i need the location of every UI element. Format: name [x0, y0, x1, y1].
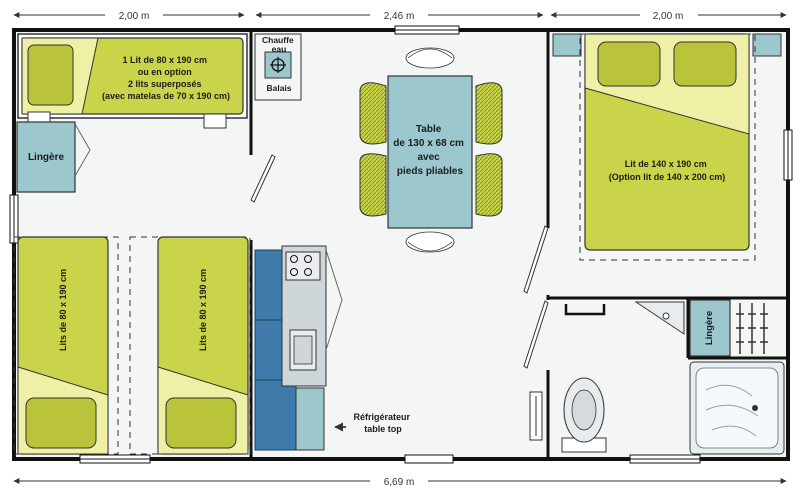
bed-2-label: Lits de 80 x 190 cm [198, 269, 208, 351]
dim-bottom-total: 6,69 m [384, 477, 415, 488]
brooms-label: Balais [266, 83, 291, 93]
single-bed-2: Lits de 80 x 190 cm [129, 236, 251, 455]
windows [9, 25, 793, 464]
wash-basin [634, 301, 685, 335]
bunk-bed-label: 1 Lit de 80 x 190 cm ou en option 2 lits… [102, 55, 230, 101]
water-heater-cabinet: Chauffe eau Balais [254, 33, 302, 101]
kitchen: Réfrigérateur table top [254, 245, 412, 451]
water-heater-label: Chauffe eau [262, 35, 296, 54]
bathroom: Lingère [529, 299, 785, 455]
dim-top-middle: 2,46 m [384, 11, 415, 22]
linen-cabinet-left: Lingère [16, 121, 91, 193]
table-label: Table de 130 x 68 cm avec pieds pliables [393, 124, 466, 177]
dimension-lines: 2,00 m 2,46 m 2,00 m 6,69 m [13, 7, 787, 488]
dim-top-right: 2,00 m [653, 11, 684, 22]
pillow [25, 397, 97, 449]
linen-left-label: Lingère [28, 152, 65, 163]
double-bed: Lit de 140 x 190 cm (Option lit de 140 x… [552, 33, 782, 261]
dining-table: Table de 130 x 68 cm avec pieds pliables [359, 47, 503, 253]
single-bed-1: Lits de 80 x 190 cm [13, 236, 119, 455]
dim-top-left: 2,00 m [119, 11, 150, 22]
pillow [27, 44, 74, 106]
fridge [295, 387, 325, 451]
bed-1-label: Lits de 80 x 190 cm [58, 269, 68, 351]
bunk-bed: 1 Lit de 80 x 190 cm ou en option 2 lits… [17, 33, 248, 129]
interior-walls [249, 30, 788, 459]
stove [285, 251, 321, 281]
linen-right-label: Lingère [704, 311, 715, 345]
fridge-label: Réfrigérateur table top [353, 412, 412, 434]
double-bed-label: Lit de 140 x 190 cm (Option lit de 140 x… [609, 159, 726, 182]
pillow [597, 41, 661, 87]
pillow [165, 397, 237, 449]
pillow [673, 41, 737, 87]
